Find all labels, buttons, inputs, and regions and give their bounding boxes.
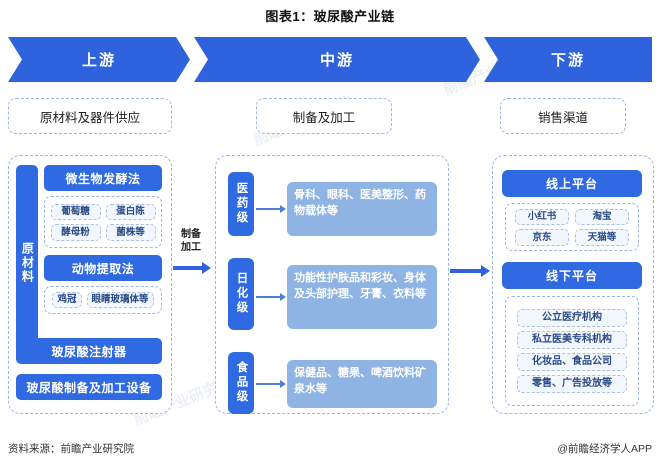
list-item: 眼睛玻璃体等: [86, 291, 154, 309]
section-header-upstream: 原材料及器件供应: [8, 98, 172, 134]
method-animal-extraction[interactable]: 动物提取法: [44, 255, 162, 281]
connector-label: 制备 加工: [173, 228, 209, 254]
list-item: 私立医美专科机构: [517, 331, 627, 349]
equipment-injector[interactable]: 玻尿酸注射器: [16, 338, 162, 364]
list-item: 天猫等: [575, 229, 629, 246]
connector-label-line2: 加工: [181, 242, 201, 253]
grade-cosmetic[interactable]: 日化级: [228, 258, 254, 330]
arrow-right-icon: [256, 205, 286, 213]
arrow-right-icon: [173, 262, 211, 274]
method-fermentation[interactable]: 微生物发酵法: [44, 165, 162, 191]
channel-online[interactable]: 线上平台: [502, 170, 642, 197]
list-item: 零售、广告投放等: [517, 375, 627, 393]
section-header-midstream: 制备及加工: [256, 98, 392, 134]
connector-label-line1: 制备: [181, 229, 201, 240]
channel-offline[interactable]: 线下平台: [502, 262, 642, 289]
list-item: 菌株等: [105, 224, 156, 241]
arrow-right-icon: [256, 293, 286, 301]
stage-band: 上游 中游 下游: [8, 37, 652, 82]
page-title: 图表1：玻尿酸产业链: [265, 9, 395, 24]
stage-midstream[interactable]: 中游: [194, 37, 480, 82]
arrow-right-icon: [256, 380, 286, 388]
source-note: 资料来源：前瞻产业研究院: [8, 443, 134, 455]
grade-pharmaceutical-description: 骨科、眼科、医美整形、药物载体等: [287, 182, 437, 236]
equipment-production[interactable]: 玻尿酸制备及加工设备: [16, 374, 162, 400]
arrow-right-icon: [450, 265, 490, 277]
grade-cosmetic-description: 功能性护肤品和彩妆、身体及头部护理、牙膏、衣料等: [287, 265, 437, 329]
list-item: 小红书: [515, 208, 569, 225]
grade-food-description: 保健品、糖果、啤酒饮料矿泉水等: [287, 360, 437, 408]
credit-note: @前瞻经济学人APP: [557, 443, 652, 455]
section-header-downstream: 销售渠道: [500, 98, 626, 134]
list-item: 化妆品、食品公司: [517, 353, 627, 371]
stage-downstream[interactable]: 下游: [484, 37, 652, 82]
fermentation-items: 葡萄糖 蛋白陈 酵母粉 菌株等: [44, 196, 162, 248]
list-item: 淘宝: [575, 208, 629, 225]
list-item: 鸡冠: [52, 291, 82, 309]
list-item: 公立医疗机构: [517, 309, 627, 327]
online-items: 小红书 淘宝 京东 天猫等: [505, 203, 639, 251]
stage-upstream[interactable]: 上游: [8, 37, 190, 82]
grade-pharmaceutical[interactable]: 医药级: [228, 172, 254, 236]
animal-extraction-items: 鸡冠 眼睛玻璃体等: [44, 286, 162, 314]
list-item: 蛋白陈: [105, 203, 156, 220]
offline-items: 公立医疗机构 私立医美专科机构 化妆品、食品公司 零售、广告投放等: [505, 296, 639, 406]
list-item: 酵母粉: [50, 224, 101, 241]
raw-material-label: 原材料: [16, 165, 38, 361]
list-item: 京东: [515, 229, 569, 246]
list-item: 葡萄糖: [50, 203, 101, 220]
grade-food[interactable]: 食品级: [228, 352, 254, 414]
